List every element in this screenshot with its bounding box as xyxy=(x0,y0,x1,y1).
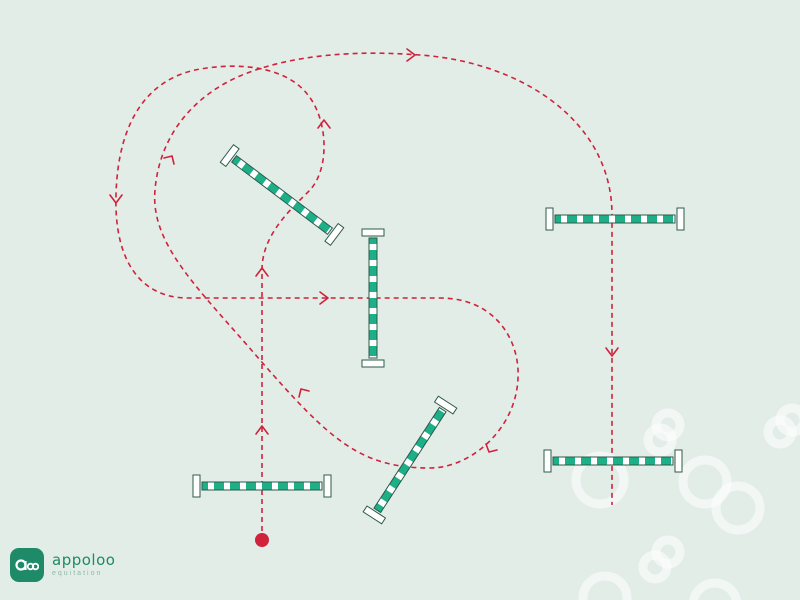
arrow-down-left-icon xyxy=(485,443,498,453)
arrow-right-icon xyxy=(319,291,329,305)
jump-1 xyxy=(192,474,332,498)
arrow-up-icon xyxy=(317,119,331,129)
jump-2 xyxy=(219,143,345,247)
brand-tagline: equitation xyxy=(52,570,103,577)
jump-5 xyxy=(545,207,685,231)
route-path xyxy=(115,52,613,540)
jump-4 xyxy=(362,395,458,525)
arrow-up-right-icon xyxy=(163,155,175,165)
brand-logo: appoloo equitation xyxy=(10,548,115,582)
start-point xyxy=(255,533,269,547)
appoloo-logo-icon xyxy=(10,548,44,582)
arrow-right-icon xyxy=(406,48,416,62)
jump-3 xyxy=(361,228,385,368)
decorative-rings xyxy=(571,403,800,600)
arrow-up-icon xyxy=(255,267,269,277)
arrow-up-icon xyxy=(255,425,269,435)
direction-arrows xyxy=(109,48,619,453)
arrow-up-left-icon xyxy=(298,388,310,398)
arrow-down-icon xyxy=(109,194,123,204)
route xyxy=(115,52,613,540)
arrow-down-icon xyxy=(605,347,619,357)
brand-name: appoloo xyxy=(52,551,116,569)
jump-6 xyxy=(543,449,683,473)
